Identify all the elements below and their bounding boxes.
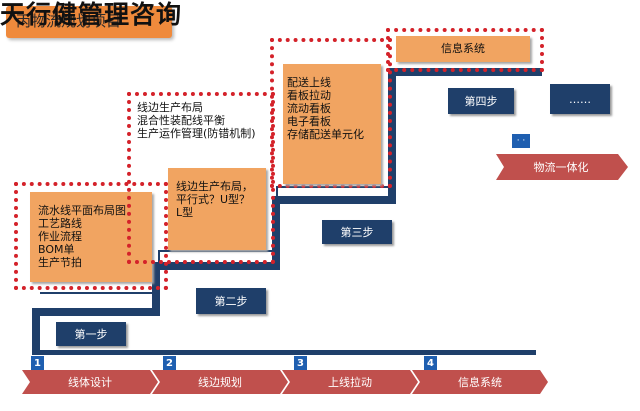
box-3-line-1: 配送上线 (287, 76, 331, 89)
stair-line-outer-6 (272, 196, 388, 204)
box-3-dashed-frame (270, 38, 392, 188)
box-1-line-3: 作业流程 (38, 230, 82, 243)
stair-line-inner-1 (40, 292, 160, 294)
baseline (32, 350, 536, 355)
box-3-line-5: 存储配送单元化 (287, 128, 364, 141)
phase-1-number: 1 (31, 356, 44, 370)
watermark-text: 天行健管理咨询 (0, 0, 183, 29)
step-2-label: 第二步 (196, 288, 266, 314)
box-1-line-2: 工艺路线 (38, 217, 82, 230)
phase-chevrons (22, 370, 548, 394)
step-more-label: …… (550, 84, 610, 114)
box-4-label: 信息系统 (441, 42, 485, 55)
phase-3-number: 3 (294, 356, 307, 370)
step-1-label: 第一步 (56, 322, 126, 346)
box-1-line-1: 流水线平面布局图 (38, 204, 126, 217)
stair-line-outer-8 (388, 68, 542, 76)
stair-line-outer-1 (32, 308, 40, 354)
box-4-dashed-frame (386, 28, 544, 72)
box-1 (30, 192, 152, 282)
phase-4-label: 信息系统 (458, 376, 502, 389)
box-4 (396, 36, 530, 62)
box-2-outer-line-3: 生产运作管理(防错机制) (137, 127, 256, 140)
box-2-line-1: 线边生产布局， (176, 180, 253, 193)
box-2-line-3: L型 (176, 206, 194, 219)
box-3-line-2: 看板拉动 (287, 89, 331, 102)
box-3-line-3: 流动看板 (287, 102, 331, 115)
phase-4-number: 4 (424, 356, 437, 370)
box-1-dashed-frame (14, 182, 168, 290)
title-tab (6, 6, 172, 38)
title-tab-label: 丙物流规划项目 (16, 12, 122, 30)
box-2 (168, 168, 266, 250)
phase-2-label: 线边规划 (198, 376, 242, 389)
box-2-outer-line-2: 混合性装配线平衡 (137, 114, 225, 127)
logistics-banner-shape (496, 154, 628, 180)
phase-1-label: 线体设计 (68, 376, 112, 389)
stair-line-inner-4 (276, 186, 278, 252)
box-1-line-4: BOM单 (38, 243, 75, 256)
small-blue-marker: · · (512, 134, 530, 148)
step-4-label: 第四步 (448, 88, 514, 114)
small-blue-marker-text: · · (516, 136, 526, 146)
stair-line-inner-3 (158, 250, 276, 252)
stair-line-outer-4 (152, 262, 272, 270)
box-2-line-2: 平行式？U型？ (176, 193, 251, 206)
box-1-line-5: 生产节拍 (38, 256, 82, 269)
step-3-label: 第三步 (322, 220, 392, 244)
phase-2-number: 2 (163, 356, 176, 370)
box-3-line-4: 电子看板 (287, 115, 331, 128)
phase-3-label: 上线拉动 (328, 376, 372, 389)
box-2-outer-line-1: 线边生产布局 (137, 101, 203, 114)
box-3 (283, 64, 381, 184)
logistics-banner-label: 物流一体化 (533, 161, 589, 174)
stair-line-outer-7 (388, 68, 396, 204)
stair-line-outer-2 (32, 308, 160, 316)
stair-line-inner-2 (158, 250, 160, 294)
